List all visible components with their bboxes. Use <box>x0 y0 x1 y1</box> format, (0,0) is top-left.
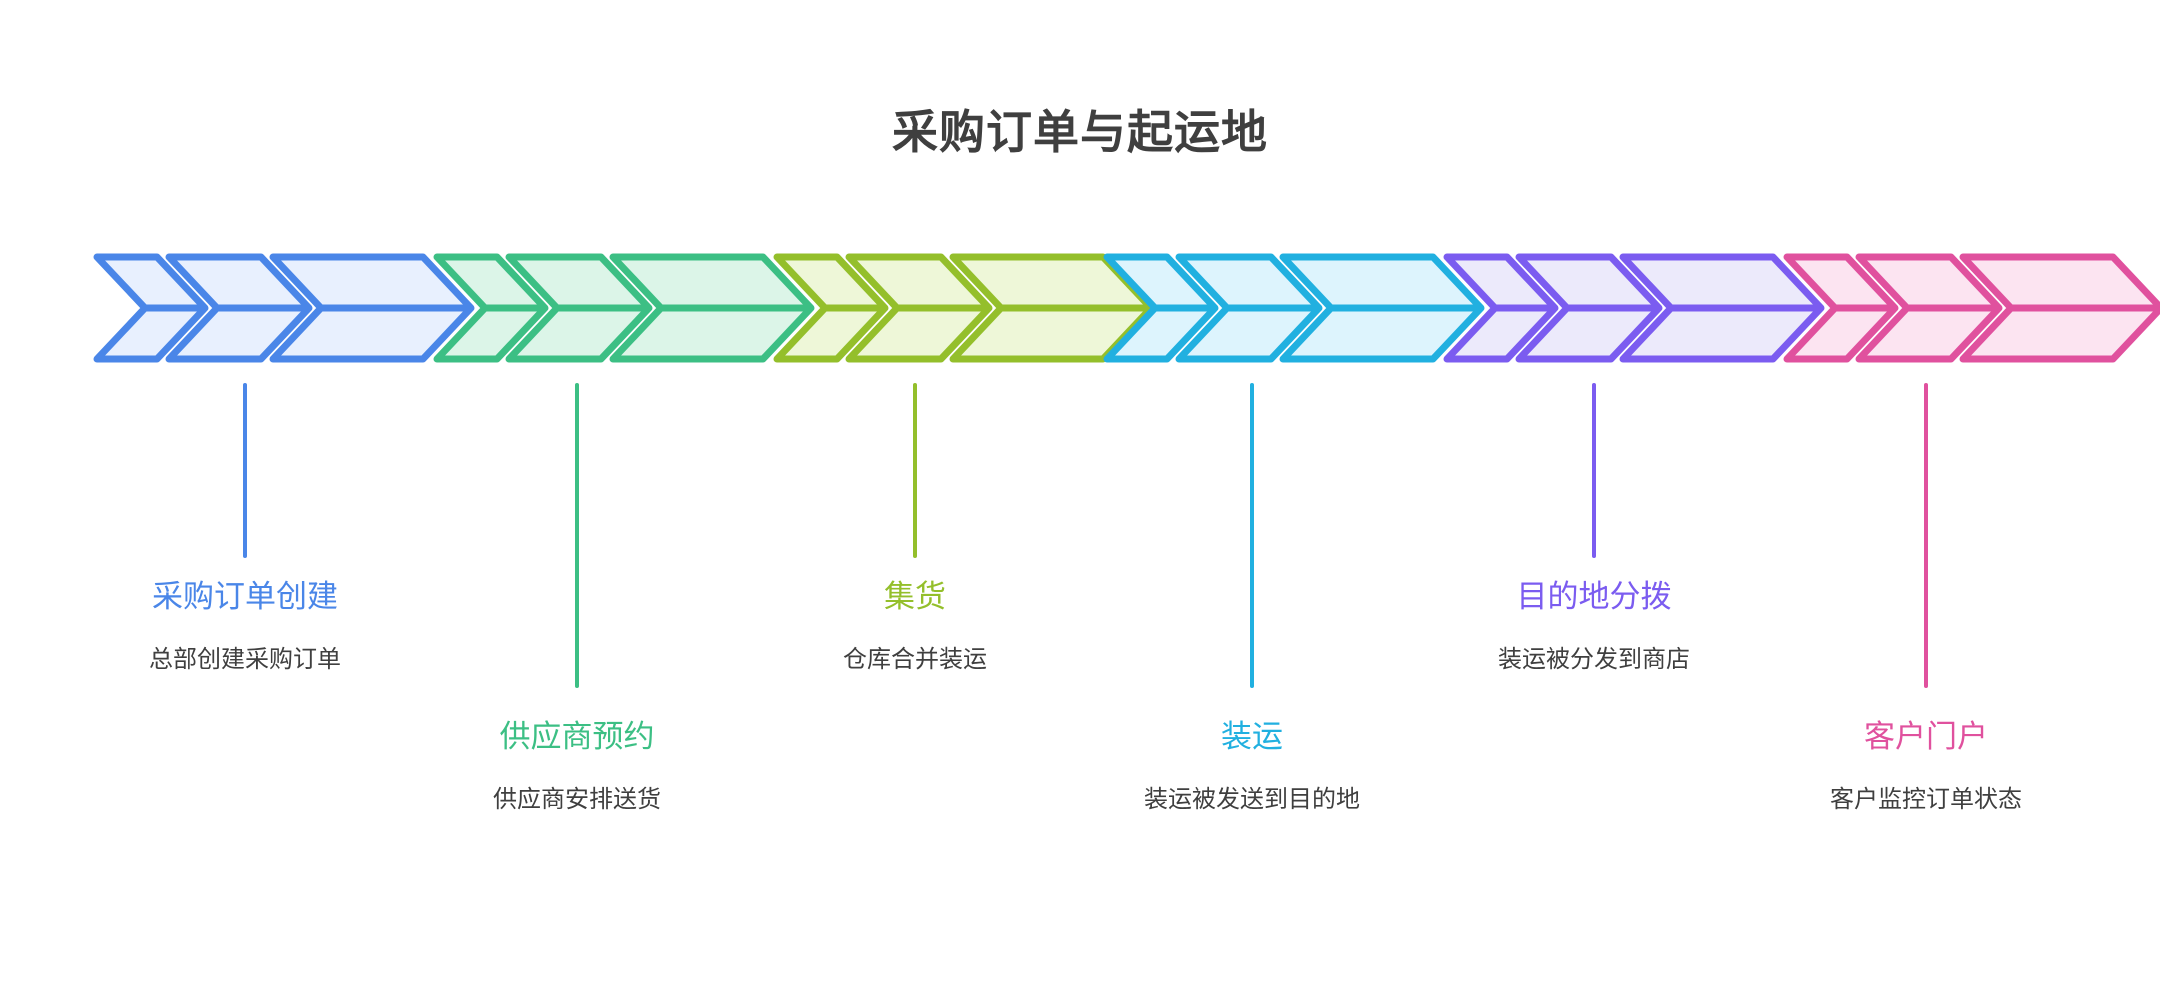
step-title: 客户门户 <box>1864 719 1988 754</box>
chevrons-right-icon <box>1100 250 1488 382</box>
step-title: 装运 <box>1221 719 1283 754</box>
step-label-block: 供应商预约供应商安排送货 <box>317 718 837 815</box>
step-description: 装运被发送到目的地 <box>1144 786 1360 814</box>
step-title: 供应商预约 <box>499 719 655 754</box>
step-title: 集货 <box>884 579 946 614</box>
step-label-block: 客户门户客户监控订单状态 <box>1666 718 2160 815</box>
chevrons-right-icon <box>90 250 478 382</box>
step-connector-line <box>575 383 579 688</box>
step-title: 目的地分拨 <box>1516 579 1672 614</box>
chevrons-right-icon <box>1780 250 2160 382</box>
step-label-block: 采购订单创建总部创建采购订单 <box>0 578 505 675</box>
step-description: 客户监控订单状态 <box>1830 786 2022 814</box>
step-label-block: 集货仓库合并装运 <box>655 578 1175 675</box>
step-label-block: 装运装运被发送到目的地 <box>992 718 1512 815</box>
chevrons-right-icon <box>430 250 818 382</box>
step-description: 仓库合并装运 <box>843 646 987 674</box>
step-title: 采购订单创建 <box>152 579 338 614</box>
step-description: 装运被分发到商店 <box>1498 646 1690 674</box>
step-description: 供应商安排送货 <box>493 786 661 814</box>
step-connector-line <box>1250 383 1254 688</box>
step-connector-line <box>913 383 917 558</box>
chevrons-right-icon <box>1440 250 1828 382</box>
step-description: 总部创建采购订单 <box>149 646 341 674</box>
page-title: 采购订单与起运地 <box>892 106 1268 158</box>
step-label-block: 目的地分拨装运被分发到商店 <box>1334 578 1854 675</box>
step-connector-line <box>1592 383 1596 558</box>
step-connector-line <box>243 383 247 558</box>
step-connector-line <box>1924 383 1928 688</box>
chevrons-right-icon <box>770 250 1158 382</box>
